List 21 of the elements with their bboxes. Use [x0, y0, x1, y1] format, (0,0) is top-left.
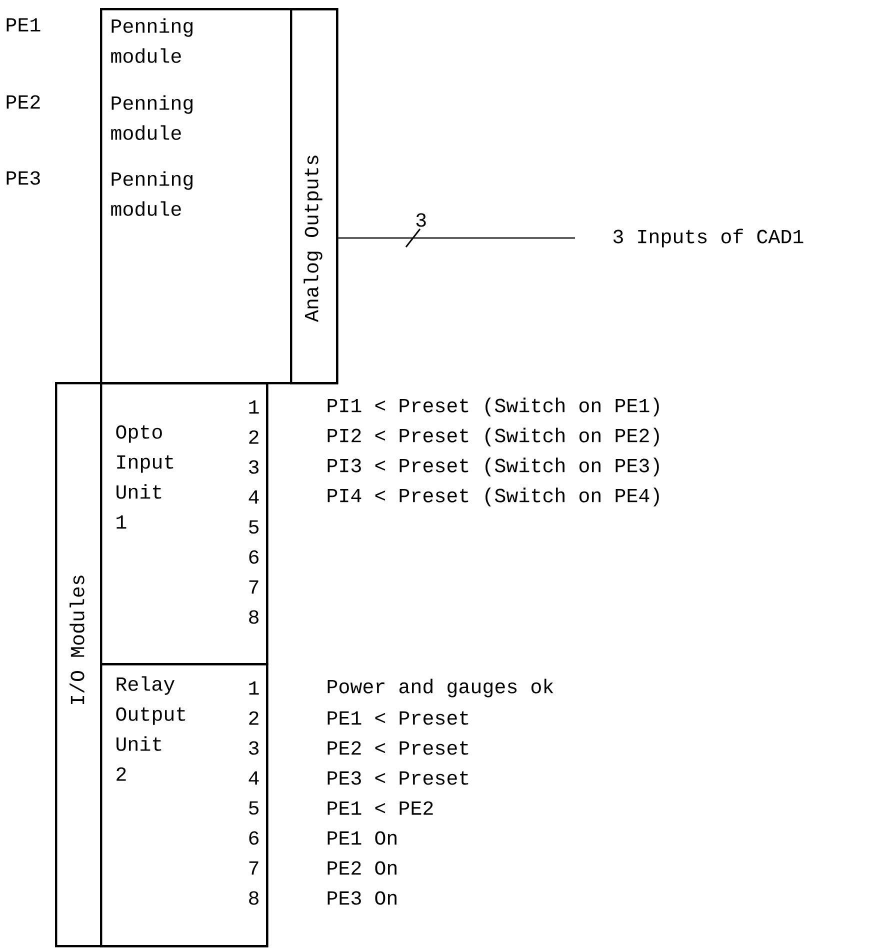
signal-label: PE1 On — [328, 831, 396, 845]
signal-label: PE3 On — [328, 891, 396, 905]
signal-label: PE2 < Preset — [328, 741, 468, 755]
signal-label: PI4 < Preset (Switch on PE4) — [328, 488, 659, 506]
unit-box: Opto Input Unit 1 1 2 3 4 5 6 7 8 — [100, 382, 268, 666]
module-label: PE3 — [6, 171, 40, 185]
edge-label: 3 — [416, 213, 426, 227]
signal-label: PE2 On — [328, 861, 396, 875]
signal-label: PE1 < PE2 — [328, 801, 433, 815]
output-column: Analog Outputs — [290, 8, 338, 384]
bus-line — [338, 237, 575, 239]
signal-label: PI3 < Preset (Switch on PE3) — [328, 458, 659, 476]
module-label: PE1 — [6, 18, 40, 32]
signal-label: 3 Inputs of CAD1 — [613, 228, 804, 248]
signal-label: PI1 < Preset (Switch on PE1) — [328, 398, 659, 416]
signal-label: Power and gauges ok — [328, 678, 554, 698]
signal-label: PI2 < Preset (Switch on PE2) — [328, 428, 659, 446]
unit-box: Relay Output Unit 2 1 2 3 4 5 6 7 8 — [100, 663, 268, 948]
signal-label: PE1 < Preset — [328, 711, 468, 725]
signal-label: PE3 < Preset — [328, 771, 468, 785]
module-label: PE2 — [6, 95, 40, 109]
